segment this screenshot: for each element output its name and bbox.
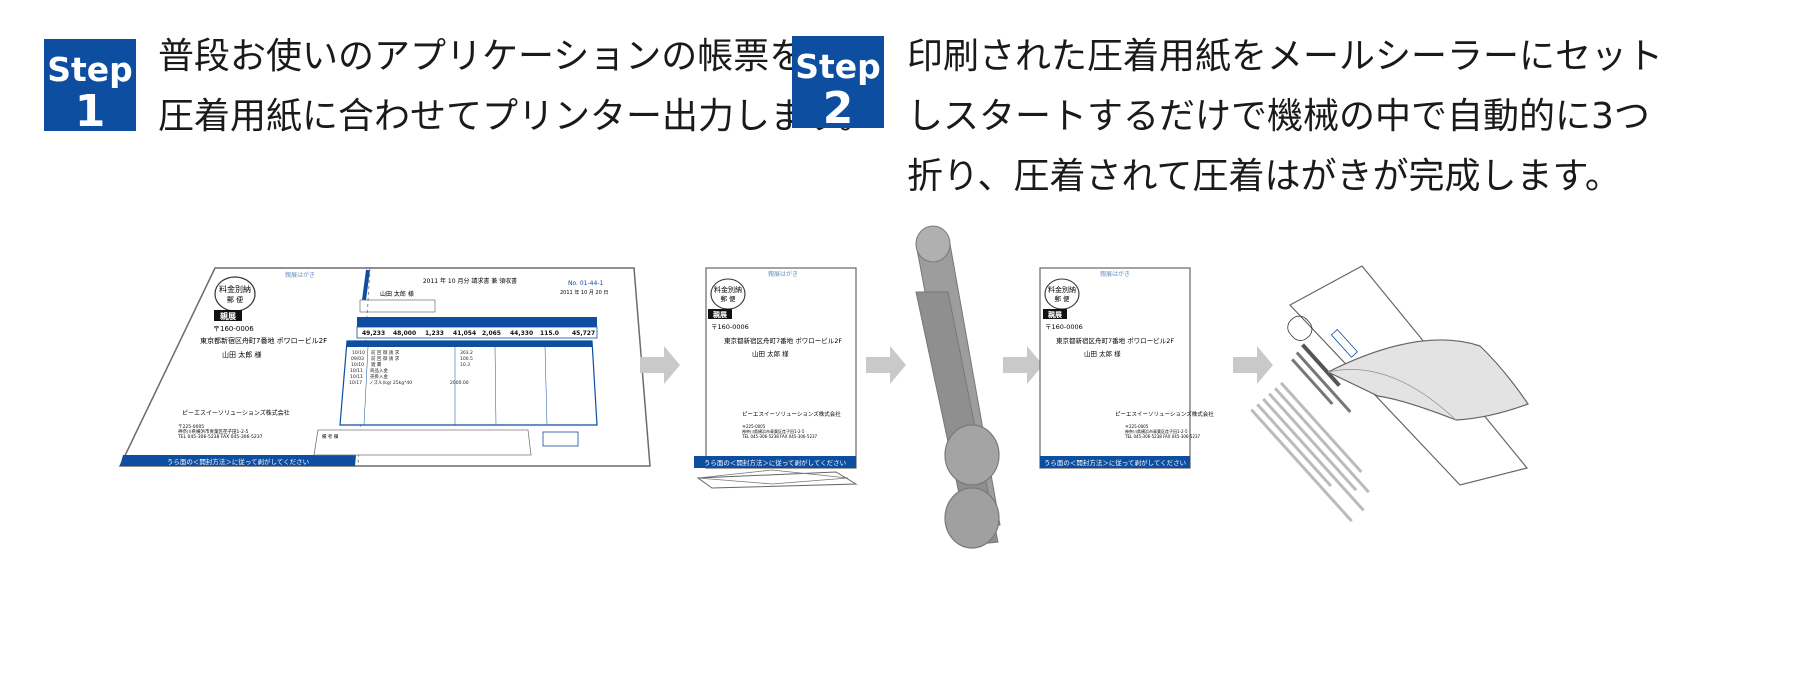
- summary-value-2: 48,000: [393, 330, 416, 337]
- summary-value-7: 115.0: [540, 330, 559, 337]
- step-2-word: Step: [795, 47, 881, 86]
- row-5-date: 10/11: [350, 374, 363, 380]
- recipient-address: 東京都新宿区舟町7番地 ポワロービル2F: [200, 336, 327, 345]
- folded-postage-top: 料金別納: [714, 285, 742, 294]
- step-1-number: 1: [74, 86, 106, 137]
- zip-code: 〒160-0006: [213, 325, 254, 333]
- folded-stamp: 親展: [713, 310, 728, 319]
- step-1-text: 普段お使いのアプリケーションの帳票を 圧着用紙に合わせてプリンター出力します。: [158, 27, 874, 147]
- step-1-word: Step: [47, 50, 133, 89]
- folded-company-zip: 〒225-0005: [742, 424, 766, 429]
- sealed-address: 東京都新宿区舟町7番地 ポワロービル2F: [1056, 336, 1174, 345]
- sealed-company-addr: 神奈川県横浜市青葉区荏子田1-2-5: [1125, 428, 1188, 434]
- sealed-company: ピーエスイーソリューションズ株式会社: [1115, 410, 1214, 418]
- sealed-stamp: 親展: [1048, 310, 1063, 319]
- arrow-4: [1233, 346, 1273, 384]
- sealed-header: 親展はがき: [1100, 270, 1130, 278]
- step-2-line-2: しスタートするだけで機械の中で自動的に3つ: [907, 96, 1650, 137]
- company-name: ピーエスイーソリューションズ株式会社: [182, 409, 290, 417]
- opened-postcard: [1250, 265, 1529, 523]
- summary-value-3: 1,233: [425, 330, 444, 337]
- header-label: 親展はがき: [285, 271, 315, 279]
- invoice-customer: 山田 太郎 様: [380, 290, 414, 298]
- step-1-line-1: 普段お使いのアプリケーションの帳票を: [158, 36, 806, 77]
- invoice-title: 2011 年 10 月分 請求書 兼 領収書: [423, 277, 517, 285]
- invoice-number: No. 01-44-1: [568, 280, 603, 287]
- company-address: 神奈川県横浜市青葉区荏子田1-2-5: [178, 428, 248, 435]
- folded-company: ピーエスイーソリューションズ株式会社: [742, 410, 841, 418]
- row-6-desc: ノズル(kg) 25kg*40: [369, 379, 412, 386]
- sealed-zip: 〒160-0006: [1045, 323, 1083, 331]
- row-1-amount: 303.2: [460, 350, 473, 356]
- summary-value-8: 45,727: [572, 330, 595, 337]
- row-6-date: 10/17: [349, 380, 362, 386]
- printed-form: 料金別納 郵 便 親展はがき 親展 〒160-0006 東京都新宿区舟町7番地 …: [118, 267, 651, 467]
- folded-company-addr: 神奈川県横浜市青葉区荏子田1-2-5: [742, 428, 805, 434]
- row-1-date: 10/10: [352, 350, 365, 356]
- row-2-amount: 100.5: [460, 356, 473, 362]
- row-3-desc: 雑 費: [371, 361, 382, 368]
- folded-recipient: 山田 太郎 様: [752, 349, 789, 358]
- row-2-desc: 前 回 御 請 求: [371, 355, 400, 362]
- folded-company-tel: TEL 045-306-5238 FAX 045-306-5237: [741, 434, 818, 439]
- notes-label: 備 考 欄: [322, 433, 339, 440]
- folded-address: 東京都新宿区舟町7番地 ポワロービル2F: [724, 336, 842, 345]
- sealed-postage-bottom: 郵 便: [1054, 294, 1070, 303]
- summary-value-1: 49,233: [362, 330, 385, 337]
- sealed-postage-top: 料金別納: [1048, 285, 1076, 294]
- step-2-badge: Step 2: [792, 36, 884, 132]
- company-tel: TEL 045-306-5238 FAX 045-306-5237: [177, 434, 263, 440]
- folded-header: 親展はがき: [768, 270, 798, 278]
- postage-bottom: 郵 便: [227, 295, 243, 304]
- row-6-amount: 2000.00: [450, 380, 469, 386]
- folded-footer: うら面の＜開封方法＞に従って剥がしてください: [704, 458, 846, 467]
- step-2-line-1: 印刷された圧着用紙をメールシーラーにセット: [907, 36, 1664, 77]
- row-1-desc: 前 回 御 請 求: [371, 349, 400, 356]
- arrow-3: [1003, 346, 1043, 384]
- summary-value-4: 41,054: [453, 330, 476, 337]
- row-4-desc: 商品入金: [370, 367, 388, 374]
- arrow-1: [640, 346, 680, 384]
- row-3-date: 10/10: [351, 362, 364, 368]
- step-2-line-3: 折り、圧着されて圧着はがきが完成します。: [907, 156, 1621, 197]
- sealed-recipient: 山田 太郎 様: [1084, 349, 1121, 358]
- pressure-rollers: [915, 225, 1001, 549]
- company-zip: 〒225-0005: [178, 424, 204, 430]
- sealed-company-zip: 〒225-0005: [1125, 424, 1149, 429]
- confidential-stamp: 親展: [220, 311, 236, 321]
- recipient-name: 山田 太郎 様: [222, 350, 261, 359]
- step-2-text: 印刷された圧着用紙をメールシーラーにセット しスタートするだけで機械の中で自動的…: [907, 27, 1663, 207]
- step-2-number: 2: [822, 83, 854, 134]
- sealed-postcard: 料金別納 郵 便 親展はがき 親展 〒160-0006 東京都新宿区舟町7番地 …: [1039, 267, 1214, 469]
- row-4-date: 10/11: [350, 368, 363, 374]
- footer-band: うら面の＜開封方法＞に従って剥がしてください: [167, 457, 309, 466]
- row-3-amount: 10.3: [460, 362, 470, 368]
- row-2-date: 09/03: [351, 356, 364, 362]
- postage-top: 料金別納: [219, 284, 251, 294]
- folded-sheet: 料金別納 郵 便 親展はがき 親展 〒160-0006 東京都新宿区舟町7番地 …: [694, 267, 858, 489]
- invoice-date: 2011 年 10 月 20 日: [560, 289, 608, 296]
- folded-postage-bottom: 郵 便: [720, 294, 736, 303]
- sealed-company-tel: TEL 045-306-5238 FAX 045-306-5237: [1124, 434, 1201, 439]
- arrow-2: [866, 346, 906, 384]
- folded-zip: 〒160-0006: [711, 323, 749, 331]
- summary-value-5: 2,065: [482, 330, 501, 337]
- sealed-footer: うら面の＜開封方法＞に従って剥がしてください: [1044, 458, 1186, 467]
- row-5-desc: 売掛入金: [370, 373, 388, 380]
- step-1-line-2: 圧着用紙に合わせてプリンター出力します。: [158, 96, 875, 137]
- summary-value-6: 44,330: [510, 330, 533, 337]
- step-1-badge: Step 1: [44, 39, 136, 135]
